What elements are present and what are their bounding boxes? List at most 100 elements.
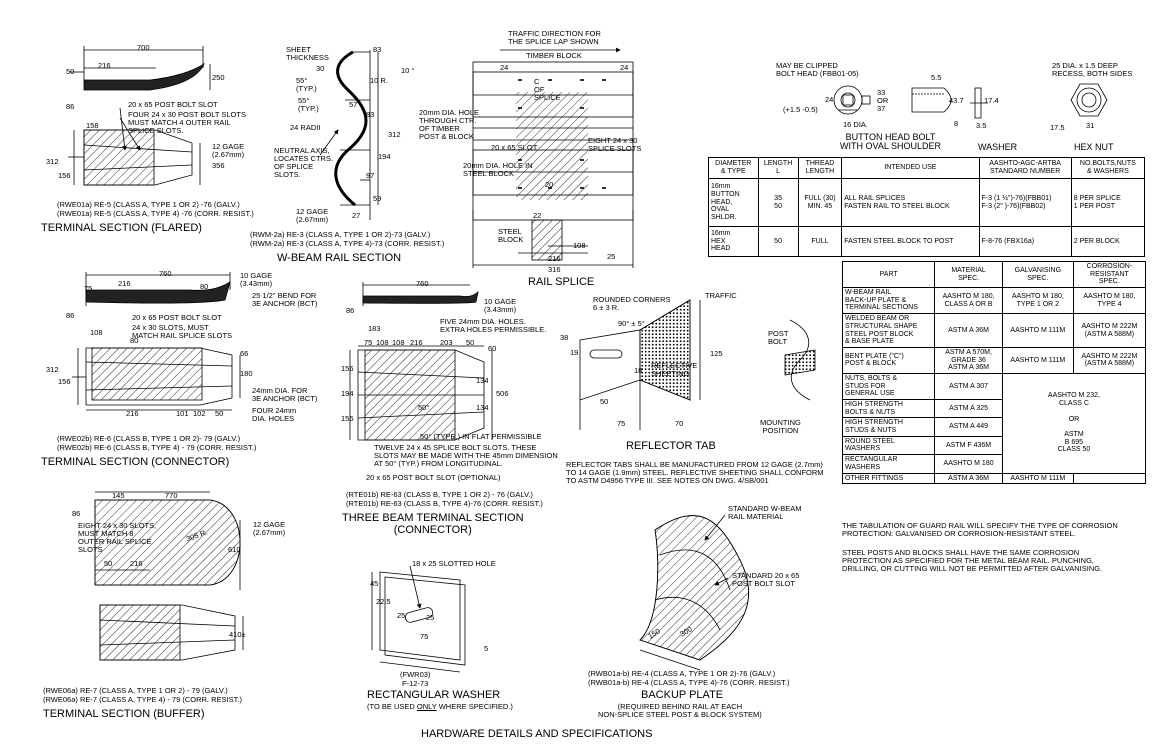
flared-ref-corr: (RWE01a) RE-5 (CLASS A, TYPE 4) -76 (COR… [57,209,254,218]
reflector-callout-corners: ROUNDED CORNERS 6 ± 3 R. [593,295,671,312]
three-beam-dim-86: 86 [346,306,355,315]
three-beam-dim-760: 760 [416,279,429,288]
connector-dim-86: 86 [66,311,75,320]
splice-dim-22: 22 [533,211,542,220]
washer-dim-3-5: 3.5 [976,121,987,130]
material-cell: AASHTO M 111M [1001,346,1074,374]
material-cell: RECTANGULAR WASHERS [841,454,936,474]
material-cell: ASTM A 325 [934,398,1003,419]
material-cell: AASHTO M 222M (ASTM A 588M) [1072,346,1147,374]
bolt-dim-tol: (+1.5 -0.5) [783,105,818,114]
reflector-callout-mounting: MOUNTING POSITION [760,418,801,435]
material-cell: BENT PLATE ("C") POST & BLOCK [841,346,936,374]
flared-dim-156: 156 [58,171,71,180]
three-beam-ref-corr: (RTE01b) RE-63 (CLASS B, TYPE 4)-76 (COR… [346,499,543,508]
wbeam-ref-corr: (RWM-2a) RE-3 (CLASS A, TYPE 4)-73 (CORR… [250,239,445,248]
table-row: W-BEAM RAIL BACK-UP PLATE & TERMINAL SEC… [841,287,1147,315]
wbeam-dim-312: 312 [388,130,401,139]
wbeam-dim-30: 30 [316,64,325,73]
material-cell: HIGH STRENGTH STUDS & NUTS [841,417,936,437]
washer-dim-45: 45 [370,579,379,588]
table-row: HIGH STRENGTH BOLTS & NUTS ASTM A 325 [841,398,1146,419]
splice-callout-slot: 20 x 65 SLOT [491,143,538,152]
three-beam-dim-156b: 156 [341,414,354,423]
material-cell: ROUND STEEL WASHERS [841,435,936,456]
wbeam-ref-galv: (RWM-2a) RE-3 (CLASS A, TYPE 1 OR 2)-73 … [250,230,431,239]
washer-drawing [371,565,466,673]
splice-title: RAIL SPLICE [528,276,595,288]
flared-dim-158: 158 [86,121,99,130]
flared-dim-50: 50 [66,67,75,76]
three-beam-title: THREE BEAM TERMINAL SECTION (CONNECTOR) [342,512,524,536]
splice-callout-timber: TIMBER BLOCK [526,51,582,60]
splice-callout-centre: C OF SPLICE [534,77,561,102]
material-cell: ASTM A 36M [934,472,1003,485]
bolt-dim-5-5: 5.5 [931,73,942,82]
reflector-callout-traffic: TRAFFIC [705,291,737,300]
splice-callout-steel-hole: 20mm DIA. HOLE IN STEEL BLOCK [463,161,533,178]
reflector-callout-sheeting: REFLECTIVE SHEETING [651,361,698,378]
three-beam-dim-50: 50 [466,338,475,347]
material-table: PART MATERIAL SPEC. GALVANISING SPEC. CO… [841,260,1147,485]
bolt-label: BUTTON HEAD BOLT WITH OVAL SHOULDER [840,132,942,152]
backup-ref-corr: (RWB01a-b) RE-4 (CLASS A, TYPE 4)-76 (CO… [588,678,790,687]
material-cell: AASHTO M 180, TYPE 4 [1072,287,1147,315]
flared-callout-post-slot: 20 x 65 POST BOLT SLOT [128,100,218,109]
hex-nut-label: HEX NUT [1074,142,1114,152]
material-cell: ASTM A 449 [934,417,1003,437]
connector-dim-50: 50 [215,409,224,418]
flared-ref-galv: (RWE01a) RE-5 (CLASS A, TYPE 1 OR 2) -76… [57,200,240,209]
washer-dim-43-7: 43.7 [949,96,964,105]
flared-callout-gage: 12 GAGE (2.67mm) [212,142,245,159]
connector-callout-bend: 25 1/2" BEND FOR 3E ANCHOR (BCT) [252,291,318,308]
material-table-h2: GALVANISING SPEC. [1001,260,1074,289]
connector-dim-216b: 216 [126,409,139,418]
three-beam-callout-flat: 50° (TYPE.) IN FLAT PERMISSIBLE [420,432,542,441]
three-beam-callout-optional: 20 x 65 POST BOLT SLOT (OPTIONAL) [366,473,501,482]
bolt-table-cell: FULL [797,225,843,258]
three-beam-dim-506: 506 [496,389,509,398]
backup-subtitle: (REQUIRED BEHIND RAIL AT EACH NON-SPLICE… [598,702,762,719]
bolt-table-cell: 2 PER BLOCK [1070,225,1146,258]
bolt-table: DIAMETER & TYPE LENGTH L THREAD LENGTH I… [708,156,1146,258]
three-beam-callout-twelve: TWELVE 24 x 45 SPLICE BOLT SLOTS. THESE … [374,443,558,468]
washer-ref-a: (FWR03) [400,670,431,679]
material-table-h1: MATERIAL SPEC. [934,260,1003,289]
reflector-callout-post-bolt: POST BOLT [768,329,789,346]
splice-callout-eight: EIGHT 24 x 30 SPLICE SLOTS [588,136,642,153]
bolt-table-h4: AASHTO-AGC-ARTBA STANDARD NUMBER [978,156,1072,180]
bolt-table-h2: THREAD LENGTH [797,156,843,180]
reflector-dim-90: 90° ± 5° [618,319,645,328]
bolt-table-h5: NO.BOLTS,NUTS & WASHERS [1070,156,1146,180]
material-cell: OTHER FITTINGS [841,472,936,485]
backup-callout-material: STANDARD W-BEAM RAIL MATERIAL [728,504,802,521]
material-table-h3: CORROSION- RESISTANT SPEC. [1072,260,1147,289]
table-row: OTHER FITTINGS ASTM A 36M AASHTO M 111M [841,472,1147,485]
buffer-dim-145: 145 [112,491,125,500]
buffer-title: TERMINAL SECTION (BUFFER) [43,708,205,720]
material-cell: W-BEAM RAIL BACK-UP PLATE & TERMINAL SEC… [841,287,936,315]
splice-traffic-direction: TRAFFIC DIRECTION FOR THE SPLICE LAP SHO… [508,29,601,46]
connector-callout-post-slot: 20 x 65 POST BOLT SLOT [132,313,222,322]
wbeam-dim-83b: 83 [366,110,375,119]
connector-dim-312: 312 [46,365,59,374]
three-beam-dim-216: 216 [410,338,423,347]
connector-dim-180: 180 [240,369,253,378]
material-table-header: PART MATERIAL SPEC. GALVANISING SPEC. CO… [841,260,1147,289]
bolt-clip-note: MAY BE CLIPPED BOLT HEAD (FBB01-05) [776,61,859,78]
buffer-dim-216: 216 [130,559,143,568]
connector-callout-slots: 24 x 30 SLOTS, MUST MATCH RAIL SPLICE SL… [132,323,233,340]
connector-callout-gage: 10 GAGE (3.43mm) [240,271,273,288]
material-cell: ASTM F 436M [934,435,1003,456]
nut-recess-note: 25 DIA. x 1.5 DEEP RECESS, BOTH SIDES [1052,61,1133,78]
bolt-dim-33-37: 33 OR 37 [877,88,889,113]
splice-dim-24a: 24 [500,63,509,72]
reflector-dim-50: 50 [600,397,609,406]
table-row: ROUND STEEL WASHERS ASTM F 436M [841,435,1146,456]
three-beam-callout-holes: FIVE 24mm DIA. HOLES. EXTRA HOLES PERMIS… [440,317,547,334]
washer-subtitle: (TO BE USED ONLY WHERE SPECIFIED.) [367,703,513,711]
wbeam-dim-59: 59 [373,194,382,203]
connector-dim-156: 156 [58,377,71,386]
washer-ref-b: F-12-73 [402,679,429,688]
table-row: WELDED BEAM OR STRUCTURAL SHAPE STEEL PO… [841,313,1147,348]
